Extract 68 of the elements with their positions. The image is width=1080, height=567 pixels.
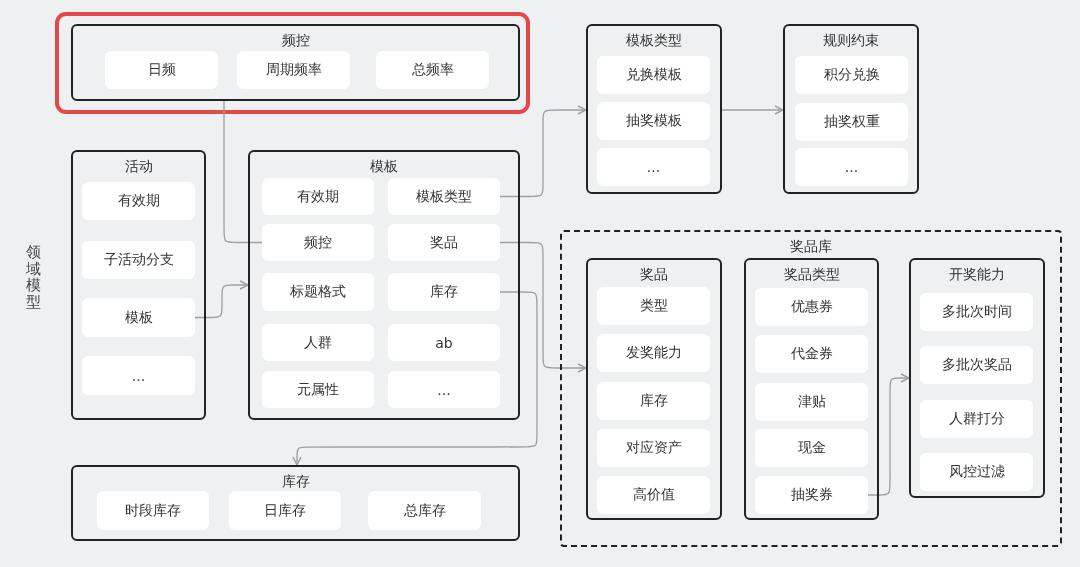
group-panel — [248, 150, 520, 420]
item-card: ... — [388, 371, 500, 408]
group-panel — [71, 24, 520, 101]
connector-arrow — [867, 373, 910, 496]
group-panel — [744, 258, 879, 520]
connector-arrow — [499, 105, 587, 198]
item-card: 子活动分支 — [82, 241, 195, 279]
item-card: 周期频率 — [237, 51, 350, 89]
item-card: 日频 — [105, 51, 218, 89]
group-title: 模板 — [369, 157, 399, 175]
item-card: 有效期 — [262, 178, 374, 215]
item-card: 优惠券 — [755, 288, 868, 326]
item-card: 津贴 — [755, 383, 868, 421]
item-card: 时段库存 — [97, 491, 209, 530]
item-card: ... — [82, 356, 195, 395]
group-panel — [71, 465, 520, 541]
connector-line — [223, 100, 263, 244]
item-card: 兑换模板 — [597, 56, 710, 94]
connector-arrow — [194, 280, 249, 319]
item-card: ... — [597, 148, 710, 186]
item-card: 库存 — [388, 273, 500, 311]
item-card: 抽奖权重 — [795, 103, 908, 141]
item-card: 风控过滤 — [920, 453, 1033, 491]
connector-arrow — [499, 241, 587, 373]
item-card: ab — [388, 324, 500, 361]
group-panel — [586, 258, 722, 520]
group-title: 规则约束 — [822, 31, 880, 49]
item-card: 多批次时间 — [920, 293, 1033, 331]
item-card: 积分兑换 — [795, 56, 908, 94]
item-card: 现金 — [755, 429, 868, 467]
group-title: 奖品类型 — [782, 265, 841, 283]
item-card: 元属性 — [262, 371, 374, 408]
connector-arrow — [292, 291, 538, 466]
item-card: 人群打分 — [920, 400, 1033, 438]
item-card: ... — [795, 148, 908, 186]
item-card: 日库存 — [229, 491, 341, 530]
group-title: 频控 — [280, 31, 311, 49]
item-card: 模板 — [82, 298, 195, 337]
group-title: 模板类型 — [625, 31, 683, 49]
item-card: 高价值 — [597, 476, 710, 514]
item-card: 多批次奖品 — [920, 346, 1033, 384]
group-panel — [909, 258, 1045, 498]
item-card: 模板类型 — [388, 178, 500, 215]
connector-arrow — [721, 105, 784, 115]
group-panel — [783, 24, 919, 194]
vertical-label: 领域模型 — [26, 244, 41, 310]
item-card: 发奖能力 — [597, 334, 710, 372]
group-title: 活动 — [123, 157, 154, 175]
item-card: 奖品 — [388, 224, 500, 261]
item-card: 标题格式 — [262, 273, 374, 311]
item-card: 抽奖模板 — [597, 102, 710, 140]
item-card: 抽奖券 — [755, 476, 868, 514]
item-card: 库存 — [597, 382, 710, 420]
item-card: 总库存 — [368, 491, 481, 530]
group-title: 开奖能力 — [948, 265, 1006, 283]
item-card: 人群 — [262, 324, 374, 361]
item-card: 频控 — [262, 224, 374, 261]
item-card: 类型 — [597, 287, 710, 325]
item-card: 对应资产 — [597, 429, 710, 467]
group-panel — [586, 24, 722, 194]
group-title: 奖品库 — [789, 237, 833, 255]
item-card: 代金券 — [755, 335, 868, 373]
dashed-group-panel — [560, 230, 1062, 547]
group-title: 库存 — [280, 472, 311, 490]
item-card: 有效期 — [82, 182, 195, 220]
group-panel — [71, 150, 206, 420]
item-card: 总频率 — [376, 51, 489, 89]
group-title: 奖品 — [639, 265, 669, 283]
